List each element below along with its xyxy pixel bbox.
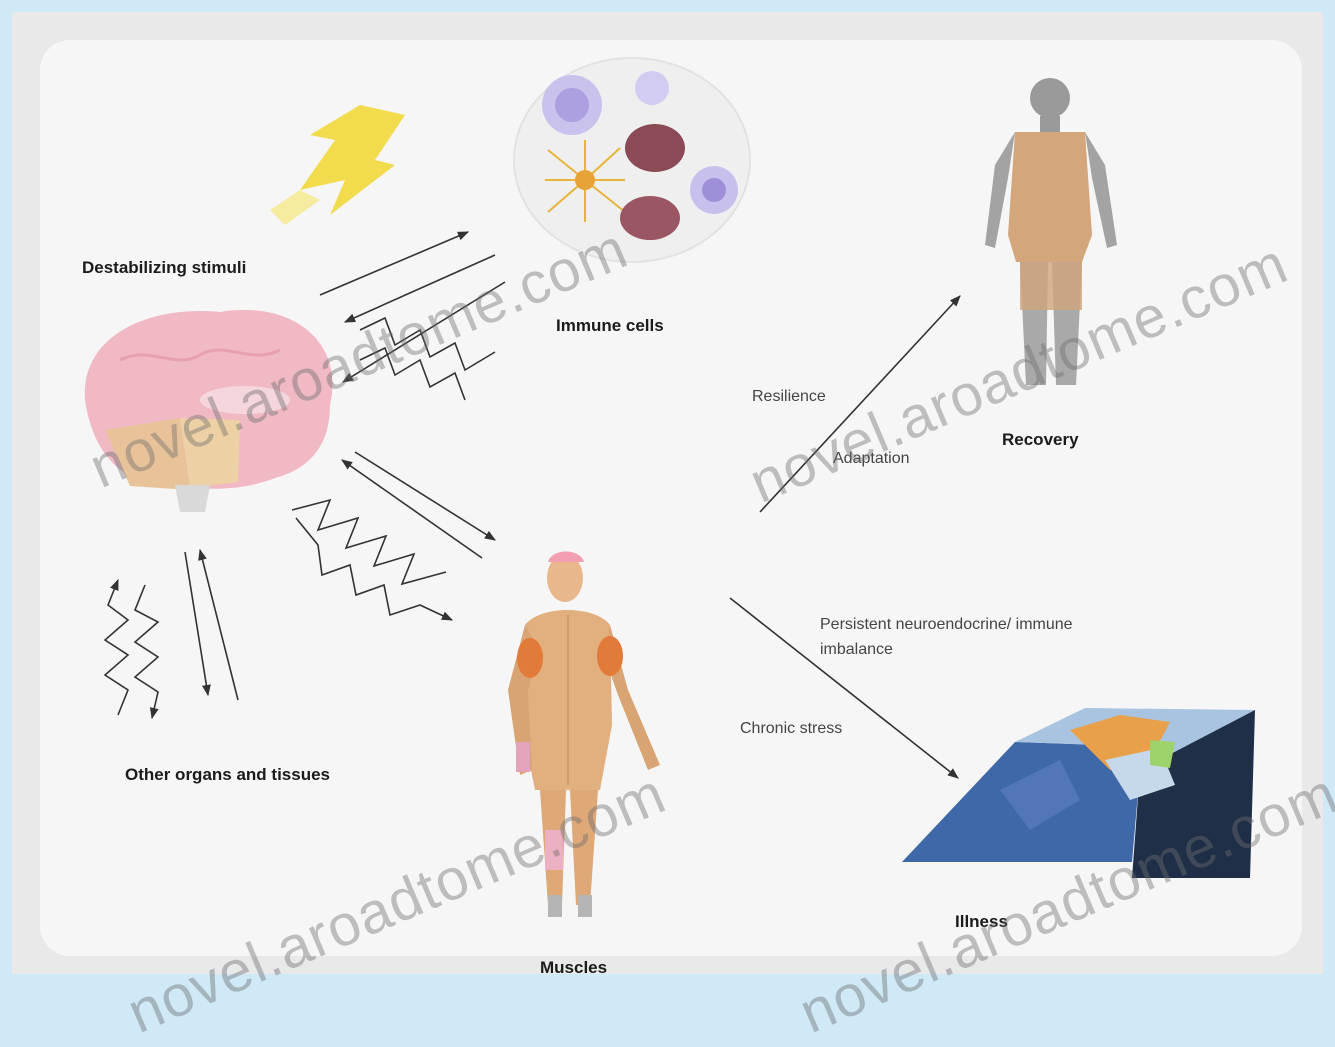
label-persistent-imbalance: Persistent neuroendocrine/ immune imbala… — [820, 612, 1075, 662]
brain-muscles-arrows — [292, 452, 495, 620]
immune-cells-icon — [514, 58, 750, 262]
label-resilience: Resilience — [752, 388, 826, 406]
brain-organs-arrows — [105, 550, 238, 718]
label-recovery: Recovery — [1002, 430, 1079, 450]
label-muscles: Muscles — [540, 958, 607, 978]
diagram-stage: Destabilizing stimuli Immune cells Other… — [0, 0, 1335, 986]
lightning-bolt-icon — [270, 105, 405, 225]
label-chronic-stress: Chronic stress — [740, 720, 842, 738]
label-destabilizing-stimuli: Destabilizing stimuli — [82, 258, 246, 278]
label-immune-cells: Immune cells — [556, 316, 664, 336]
label-other-organs: Other organs and tissues — [125, 765, 330, 785]
